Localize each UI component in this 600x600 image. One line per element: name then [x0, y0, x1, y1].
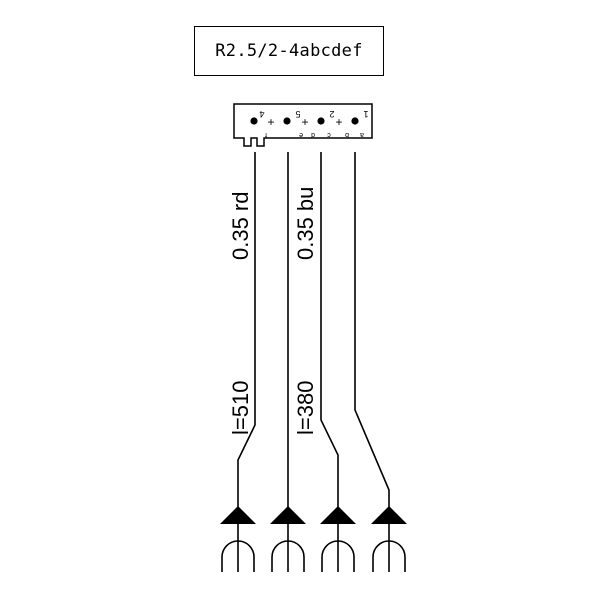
contact-dot-4 — [250, 117, 258, 125]
terminal-arrow-3 — [320, 506, 356, 524]
cavity-letter-f: f — [265, 131, 267, 138]
plus-sign-c: + — [335, 115, 342, 129]
wire-4 — [354, 152, 390, 515]
cavity-letter-a: a — [360, 131, 364, 138]
terminal-2 — [270, 506, 306, 572]
wires — [237, 152, 390, 515]
wire-length-380: l=380 — [293, 381, 318, 435]
contact-dot-1 — [351, 117, 359, 125]
plus-sign-a: + — [267, 115, 274, 129]
pin-number-1: 1 — [363, 109, 368, 119]
terminal-arrow-4 — [371, 506, 407, 524]
connector-outline — [233, 103, 373, 147]
terminal-4 — [371, 506, 407, 572]
connector-housing: 4 5 2 1 + + + f e d c b a — [233, 103, 373, 147]
terminal-arrow-1 — [220, 506, 256, 524]
wire-3 — [320, 152, 339, 515]
pin-number-2: 2 — [329, 109, 334, 119]
wire-length-510: l=510 — [228, 381, 253, 435]
part-label: R2.5/2-4abcdef — [215, 41, 363, 61]
terminal-1 — [220, 506, 256, 572]
plus-sign-b: + — [301, 115, 308, 129]
cavity-letter-e: e — [299, 131, 303, 138]
wire-spec-bu: 0.35 bu — [293, 187, 318, 260]
cavity-letter-b: b — [345, 131, 349, 138]
terminal-3 — [320, 506, 356, 572]
wire-1 — [237, 152, 256, 515]
cavity-letter-c: c — [327, 131, 331, 138]
pin-number-4: 4 — [259, 109, 264, 119]
contact-dot-5 — [283, 117, 291, 125]
pin-number-5: 5 — [295, 109, 300, 119]
wire-spec-rd: 0.35 rd — [228, 192, 253, 261]
cavity-letter-d: d — [311, 131, 315, 138]
terminal-arrow-2 — [270, 506, 306, 524]
contact-dot-2 — [317, 117, 325, 125]
part-label-box: R2.5/2-4abcdef — [194, 26, 384, 76]
